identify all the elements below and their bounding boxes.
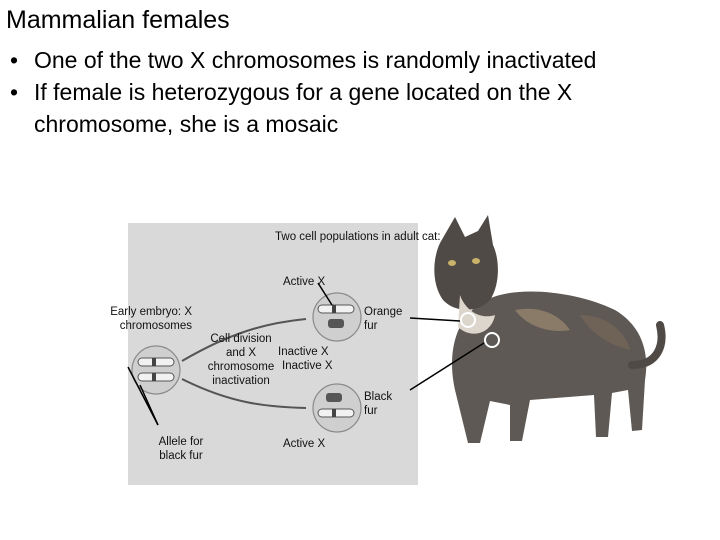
bullet-item: • If female is heterozygous for a gene l… (6, 76, 706, 140)
two-cell-populations-label: Two cell populations in adult cat: (275, 230, 441, 244)
orange-fur-cell (313, 293, 361, 341)
allele-black-fur-label: Allele for black fur (146, 435, 216, 463)
black-fur-cell (313, 384, 361, 432)
slide-title: Mammalian females (6, 4, 230, 36)
inactive-x-top-label: Inactive X (278, 345, 329, 359)
inactive-x-bottom-label: Inactive X (282, 359, 333, 373)
early-embryo-label: Early embryo: X chromosomes (88, 305, 192, 333)
tortoiseshell-cat-image (418, 215, 670, 455)
embryo-cell (132, 346, 180, 394)
bullet-text: If female is heterozygous for a gene loc… (34, 79, 572, 137)
bullet-item: • One of the two X chromosomes is random… (6, 44, 706, 76)
x-inactivation-figure: Two cell populations in adult cat: Activ… (60, 215, 670, 495)
bullet-dot-icon: • (10, 76, 18, 108)
active-x-top-label: Active X (283, 275, 325, 289)
orange-fur-label: Orange fur (364, 305, 410, 333)
bullet-text: One of the two X chromosomes is randomly… (34, 47, 596, 73)
bullet-dot-icon: • (10, 44, 18, 76)
active-x-bottom-label: Active X (283, 437, 325, 451)
bullet-list: • One of the two X chromosomes is random… (6, 44, 706, 140)
cell-division-label: Cell division and X chromosome inactivat… (203, 332, 279, 388)
black-fur-label: Black fur (364, 390, 404, 418)
